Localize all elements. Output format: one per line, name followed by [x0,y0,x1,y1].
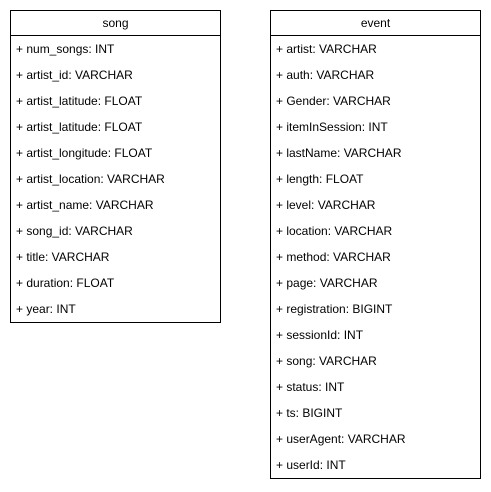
event-attribute[interactable]: + status: INT [276,380,345,394]
event-attribute-list: + artist: VARCHAR + auth: VARCHAR + Gend… [271,36,480,478]
song-attribute[interactable]: + artist_latitude: FLOAT [16,94,143,108]
event-attribute[interactable]: + userId: INT [276,458,346,472]
event-attribute[interactable]: + song: VARCHAR [276,354,377,368]
event-attribute[interactable]: + registration: BIGINT [276,302,393,316]
song-attribute[interactable]: + year: INT [16,302,76,316]
event-attribute[interactable]: + location: VARCHAR [276,224,393,238]
song-attribute[interactable]: + num_songs: INT [16,42,115,56]
event-attribute[interactable]: + ts: BIGINT [276,406,343,420]
song-attribute[interactable]: + artist_latitude: FLOAT [16,120,143,134]
song-entity[interactable]: song + num_songs: INT + artist_id: VARCH… [10,10,221,323]
event-attribute[interactable]: + auth: VARCHAR [276,68,375,82]
song-attribute[interactable]: + title: VARCHAR [16,250,110,264]
song-attribute-list: + num_songs: INT + artist_id: VARCHAR + … [11,36,220,322]
song-attribute[interactable]: + artist_location: VARCHAR [16,172,165,186]
event-attribute[interactable]: + userAgent: VARCHAR [276,432,406,446]
event-attribute[interactable]: + sessionId: INT [276,328,364,342]
event-attribute[interactable]: + length: FLOAT [276,172,364,186]
event-attribute[interactable]: + lastName: VARCHAR [276,146,402,160]
event-attribute[interactable]: + artist: VARCHAR [276,42,377,56]
song-attribute[interactable]: + artist_name: VARCHAR [16,198,154,212]
song-attribute[interactable]: + artist_id: VARCHAR [16,68,133,82]
event-attribute[interactable]: + page: VARCHAR [276,276,378,290]
event-attribute[interactable]: + itemInSession: INT [276,120,388,134]
event-attribute[interactable]: + method: VARCHAR [276,250,391,264]
song-attribute[interactable]: + song_id: VARCHAR [16,224,133,238]
event-entity-title: event [271,11,480,36]
song-attribute[interactable]: + duration: FLOAT [16,276,115,290]
event-entity[interactable]: event + artist: VARCHAR + auth: VARCHAR … [270,10,481,479]
event-attribute[interactable]: + Gender: VARCHAR [276,94,391,108]
song-attribute[interactable]: + artist_longitude: FLOAT [16,146,153,160]
event-attribute[interactable]: + level: VARCHAR [276,198,376,212]
song-entity-title: song [11,11,220,36]
